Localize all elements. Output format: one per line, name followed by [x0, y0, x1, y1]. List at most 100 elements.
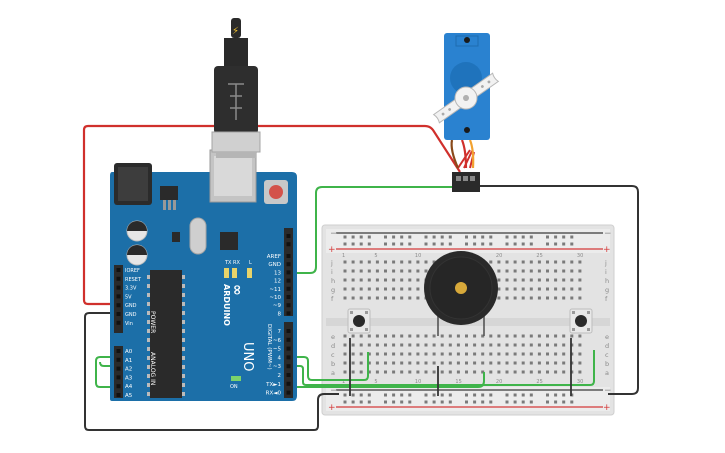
- row-letter-a-right: a: [605, 369, 609, 377]
- col-number-10: 10: [415, 253, 421, 259]
- infinity-icon: ∞: [229, 284, 245, 296]
- regulator: [160, 186, 178, 200]
- col-number-25-bottom: 25: [536, 379, 542, 385]
- row-letter-a: a: [331, 369, 335, 377]
- row-letter-b: b: [331, 360, 335, 368]
- digital-pin-label: ~3: [273, 364, 282, 370]
- row-letter-e: e: [331, 333, 335, 341]
- col-number-10-bottom: 10: [415, 379, 421, 385]
- usb-cable: ⚡: [211, 18, 261, 158]
- row-letter-e-right: e: [605, 333, 609, 341]
- col-number-30-bottom: 30: [577, 379, 583, 385]
- lightning-icon: ⚡: [232, 26, 239, 37]
- digital-pin-label: 12: [274, 279, 281, 285]
- row-letter-d-right: d: [605, 342, 609, 350]
- rx-led: [232, 268, 237, 278]
- digital-section-label: DIGITAL (PWM~): [266, 324, 272, 370]
- analog-pin-label: A3: [125, 375, 133, 381]
- row-letter-i-right: i: [605, 268, 607, 276]
- digital-pin-label: ~9: [273, 303, 282, 309]
- row-letter-b-right: b: [605, 360, 609, 368]
- digital-header-bottom: [284, 322, 293, 398]
- rail-plus-label-top: +: [328, 245, 336, 255]
- col-number-15-bottom: 15: [455, 379, 461, 385]
- digital-pin-label: 8: [278, 311, 282, 317]
- pushbutton-right[interactable]: [569, 308, 593, 334]
- row-letter-h-right: h: [605, 277, 609, 285]
- digital-pin-label: TX►1: [265, 382, 281, 388]
- wire-green-pin6[interactable]: [290, 352, 369, 381]
- crystal: [189, 217, 207, 255]
- col-number-20: 20: [496, 253, 502, 259]
- rail-minus-label-top-right: −: [604, 229, 612, 239]
- on-led: [231, 376, 241, 381]
- power-pin-label: 5V: [125, 294, 132, 300]
- brand-label: ARDUINO: [222, 284, 231, 326]
- rail-minus-label-bottom: −: [330, 386, 338, 396]
- digital-pin-label: ~11: [269, 287, 281, 293]
- power-pin-label: RESET: [125, 277, 142, 283]
- col-number-5-bottom: 5: [374, 379, 377, 385]
- wires: [82, 124, 639, 431]
- wire-black-gnd[interactable]: [84, 312, 339, 431]
- power-pin-label: GND: [125, 303, 137, 309]
- model-label: UNO: [240, 342, 255, 371]
- arduino-uno-board[interactable]: TX RX L ∞ ARDUINO UNO POWER ANALOG IN DI…: [110, 149, 297, 401]
- digital-pin-label: 4: [278, 355, 282, 361]
- digital-pin-label: AREF: [267, 254, 281, 260]
- arduino-logo: ∞: [229, 284, 245, 296]
- col-number-1-bottom: 1: [342, 379, 345, 385]
- row-letter-h: h: [331, 277, 335, 285]
- analog-pin-label: A2: [125, 367, 132, 373]
- rail-plus-label-top-right: +: [603, 245, 611, 255]
- usb-chip: [220, 232, 238, 250]
- digital-pin-label: ~6: [273, 338, 282, 344]
- col-number-20-bottom: 20: [496, 379, 502, 385]
- digital-pin-label: 13: [274, 270, 281, 276]
- analog-pin-label: A5: [125, 393, 133, 399]
- col-number-1: 1: [342, 253, 345, 259]
- rx-label: RX: [233, 260, 240, 266]
- pushbutton-left[interactable]: [347, 308, 371, 334]
- row-letter-d: d: [331, 342, 335, 350]
- row-letter-j-right: j: [604, 259, 607, 267]
- row-letter-g-right: g: [605, 286, 609, 294]
- tx-led: [224, 268, 229, 278]
- rail-minus-label-bottom-right: −: [604, 386, 612, 396]
- analog-section-label: ANALOG IN: [149, 352, 156, 385]
- l-led: [247, 268, 252, 278]
- power-pin-label: 3.3V: [125, 286, 137, 292]
- usb-icon: [228, 83, 244, 120]
- analog-pin-label: A1: [125, 358, 132, 364]
- wire-green-a1[interactable]: [99, 361, 120, 367]
- servo-connector: [452, 172, 480, 192]
- rail-minus-label-top: −: [330, 229, 338, 239]
- analog-pin-label: A4: [125, 384, 133, 390]
- col-number-25: 25: [536, 253, 542, 259]
- servo-motor[interactable]: [430, 33, 502, 192]
- row-letter-f: f: [331, 295, 334, 303]
- rail-plus-label-bottom: +: [328, 403, 336, 413]
- col-number-5: 5: [374, 253, 377, 259]
- power-section-label: POWER: [149, 311, 156, 333]
- piezo-buzzer[interactable]: [424, 251, 498, 336]
- power-pin-label: Vin: [125, 321, 133, 327]
- row-letter-i: i: [331, 268, 333, 276]
- analog-pin-label: A0: [125, 349, 133, 355]
- servo-horn[interactable]: [430, 68, 502, 127]
- row-letter-f-right: f: [605, 295, 608, 303]
- wire-red-5v[interactable]: [82, 124, 461, 306]
- digital-pin-label: 2: [278, 373, 282, 379]
- digital-pin-label: GND: [268, 262, 281, 268]
- wire-green-pin3[interactable]: [290, 350, 595, 386]
- col-number-30: 30: [577, 253, 583, 259]
- wire-black-servo-gnd[interactable]: [476, 185, 639, 395]
- wire-green-servo-signal[interactable]: [290, 186, 458, 274]
- row-letter-c: c: [331, 351, 335, 359]
- power-pin-label: GND: [125, 312, 137, 318]
- l-label: L: [249, 260, 252, 266]
- atmega-chip: [150, 270, 182, 398]
